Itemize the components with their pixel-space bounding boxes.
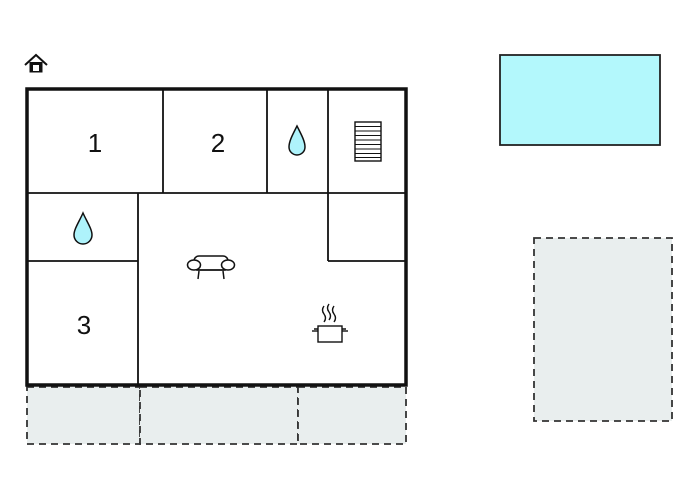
- room-label-2: 2: [211, 128, 225, 158]
- terrace-right: [297, 386, 407, 445]
- room-label-3: 3: [77, 310, 91, 340]
- interior-walls: [27, 89, 406, 385]
- water-drop-icon: [288, 124, 306, 156]
- terrace-middle: [139, 386, 299, 445]
- house-entrance-icon: [24, 53, 48, 73]
- terrace-strip: [26, 386, 407, 445]
- cooking-pot-icon: [312, 303, 348, 343]
- garden-area: [533, 237, 673, 422]
- water-drop-icon: [73, 211, 93, 245]
- room-label-1: 1: [88, 128, 102, 158]
- pool: [499, 54, 661, 146]
- terrace-left: [26, 386, 141, 445]
- sofa-icon: [186, 255, 236, 280]
- stairs-icon: [354, 121, 382, 162]
